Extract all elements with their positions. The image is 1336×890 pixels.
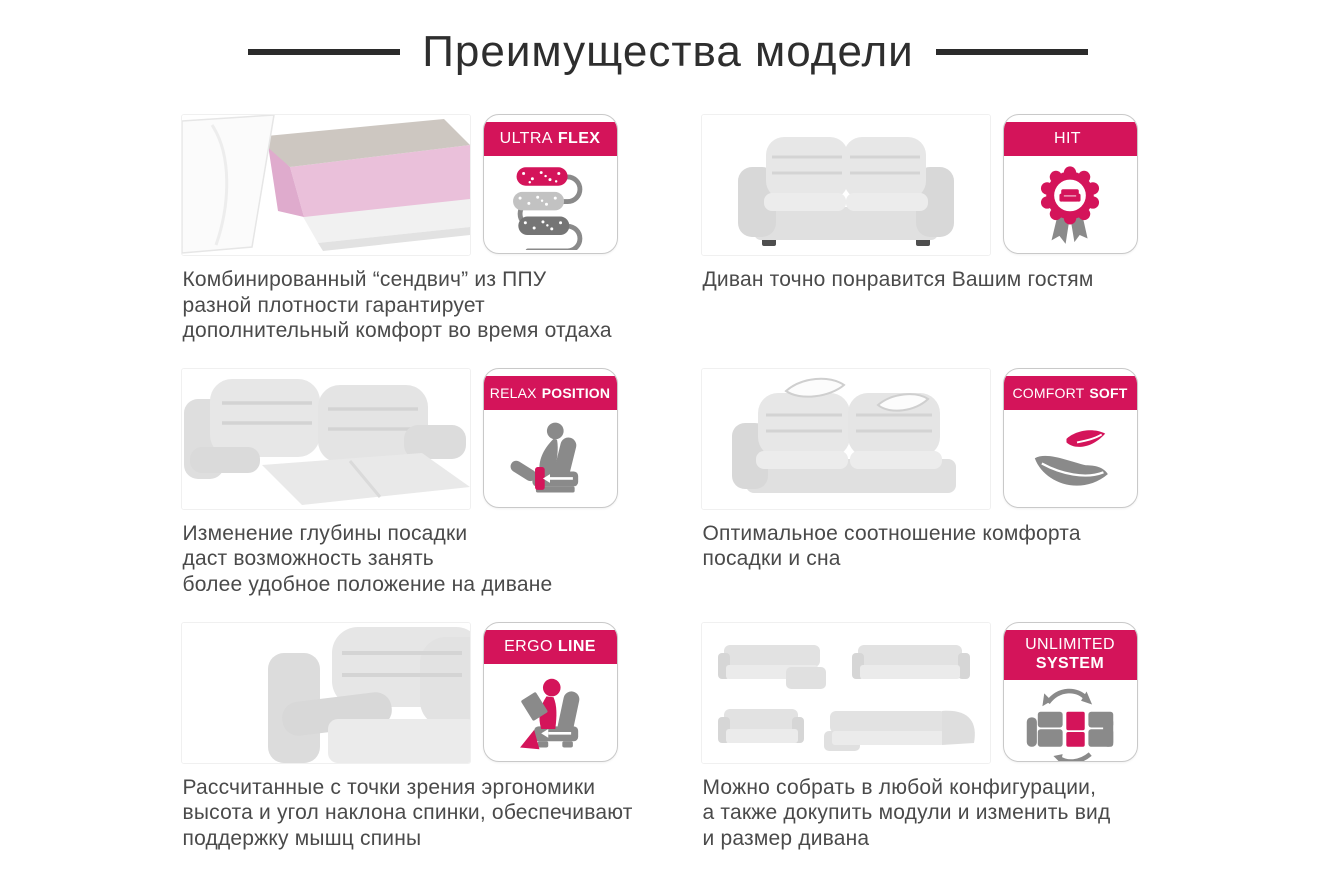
award-rosette-sofa-icon: [1004, 159, 1137, 253]
modular-sofa-swap-icon: [1004, 681, 1137, 761]
feature-caption: Комбинированный “сендвич” из ППУ разной …: [182, 268, 612, 343]
feathers-icon: [1004, 413, 1137, 507]
badge-relax-position: RELAX POSITION: [482, 367, 618, 508]
feature-hit: HIT: [700, 114, 1156, 344]
badge-label-bold: POSITION: [541, 384, 611, 401]
feature-caption: Диван точно понравится Вашим гостям: [702, 268, 1094, 291]
page-header: Преимущества модели: [0, 0, 1336, 84]
sofa-extended-seat-photo: [180, 367, 471, 510]
badge-ultra-flex: ULTRA FLEX: [482, 114, 618, 254]
badge-label: RELAX: [489, 384, 537, 401]
badge-label: HIT: [1054, 130, 1081, 147]
reclining-person-arrow-icon: [484, 413, 617, 507]
badge-ergo-line: ERGO LINE: [482, 621, 618, 762]
feature-unlimited-system: UNLIMITED SYSTEM: [700, 621, 1156, 852]
title-dash-left: [248, 49, 401, 55]
sofa-configurations-photo: [700, 621, 991, 764]
sofa-feathers-photo: [700, 367, 991, 510]
features-grid: ULTRA FLEX: [0, 114, 1336, 851]
sofa-front-photo: [700, 114, 991, 256]
badge-comfort-soft: COMFORT SOFT: [1002, 367, 1138, 508]
badge-label: COMFORT: [1012, 384, 1085, 401]
sofa-backrest-closeup-photo: [180, 621, 471, 764]
title-dash-right: [935, 49, 1088, 55]
feature-caption: Оптимальное соотношение комфорта посадки…: [702, 521, 1081, 571]
badge-unlimited-system: UNLIMITED SYSTEM: [1002, 621, 1138, 762]
feature-ergo-line: ERGO LINE: [180, 621, 636, 852]
badge-hit: HIT: [1002, 114, 1138, 254]
feature-caption: Изменение глубины посадки даст возможнос…: [182, 521, 553, 597]
feature-comfort-soft: COMFORT SOFT Оптимальное соотношение ком…: [700, 367, 1156, 598]
feature-caption: Рассчитанные с точки зрения эргономики в…: [182, 775, 633, 850]
feature-caption: Можно собрать в любой конфигурации, а та…: [702, 775, 1111, 850]
feature-ultra-flex: ULTRA FLEX: [180, 114, 636, 344]
badge-label-bold: SYSTEM: [1035, 654, 1105, 672]
ergonomic-seated-person-icon: [484, 667, 617, 761]
badge-label-bold: FLEX: [557, 130, 601, 147]
badge-label: ERGO: [504, 637, 553, 655]
feature-relax-position: RELAX POSITION: [180, 367, 636, 598]
foam-layers-icon: [484, 159, 617, 253]
foam-sandwich-photo: [180, 114, 471, 256]
badge-label: ULTRA: [499, 130, 553, 147]
page-title: Преимущества модели: [422, 27, 914, 76]
badge-label-bold: LINE: [557, 637, 596, 655]
badge-label: UNLIMITED: [1025, 636, 1115, 654]
badge-label-bold: SOFT: [1089, 384, 1128, 401]
